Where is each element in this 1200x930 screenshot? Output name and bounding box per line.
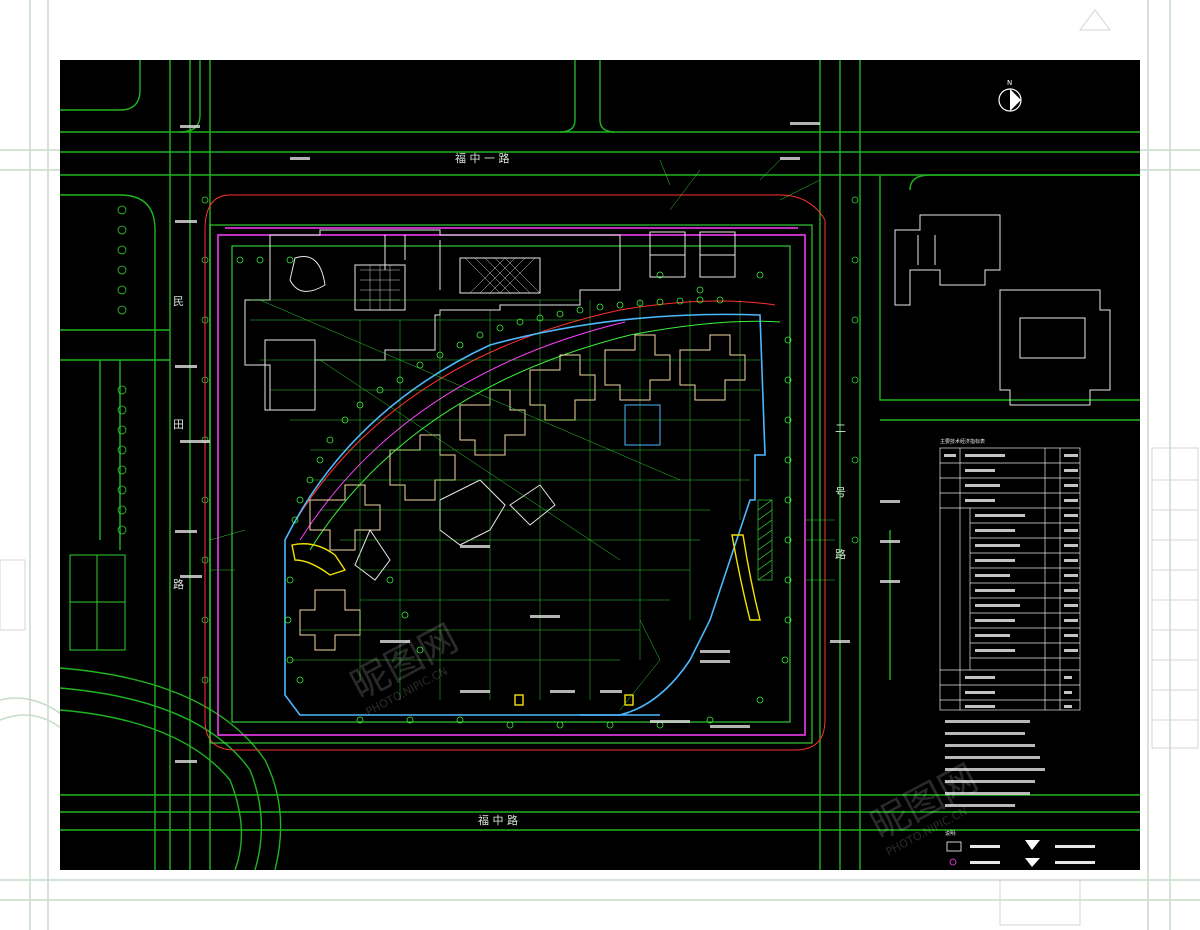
red-setback-line xyxy=(204,194,826,751)
residential-towers xyxy=(299,334,746,651)
drawing-legend xyxy=(946,840,1095,867)
basement-outline xyxy=(284,313,766,716)
road-label-west-2: 田 xyxy=(173,418,184,431)
site-boundary xyxy=(217,227,806,736)
sports-court xyxy=(69,554,126,651)
road-label-east-1: 二 xyxy=(835,422,846,435)
table-title: 主要技术经济指标表 xyxy=(940,438,985,445)
design-notes: 说明: xyxy=(945,720,1045,837)
site-perimeter xyxy=(209,224,813,744)
road-label-west-1: 民 xyxy=(173,295,184,308)
road-label-west-3: 路 xyxy=(173,578,184,591)
road-label-east-2: 号 xyxy=(835,486,846,499)
ramp-highlights xyxy=(291,534,761,706)
road-label-east-3: 路 xyxy=(835,548,846,561)
clubhouse-grid xyxy=(360,257,541,310)
arc-band xyxy=(289,300,781,551)
notes-header: 说明: xyxy=(945,830,957,837)
north-arrow-icon: N xyxy=(998,79,1022,112)
cad-drawing-window[interactable]: N xyxy=(60,60,1140,870)
watermark-right: 昵图网 PHOTO.NIPIC.CN xyxy=(864,756,985,859)
watermark-center: 昵图网 PHOTO.NIPIC.CN xyxy=(344,616,465,719)
site-plan-drawing: N xyxy=(60,60,1140,870)
road-label-north: 福 中 一 路 xyxy=(455,151,510,165)
neighbor-buildings xyxy=(894,214,1111,406)
dimension-lines xyxy=(209,159,835,711)
ramp-hatch xyxy=(757,499,773,581)
road-label-south: 福 中 路 xyxy=(478,813,518,827)
annotation-ticks xyxy=(175,122,900,763)
technical-indicator-table: 主要技术经济指标表 xyxy=(939,438,1081,711)
grid-markers xyxy=(236,256,792,729)
north-label: N xyxy=(1007,79,1012,87)
